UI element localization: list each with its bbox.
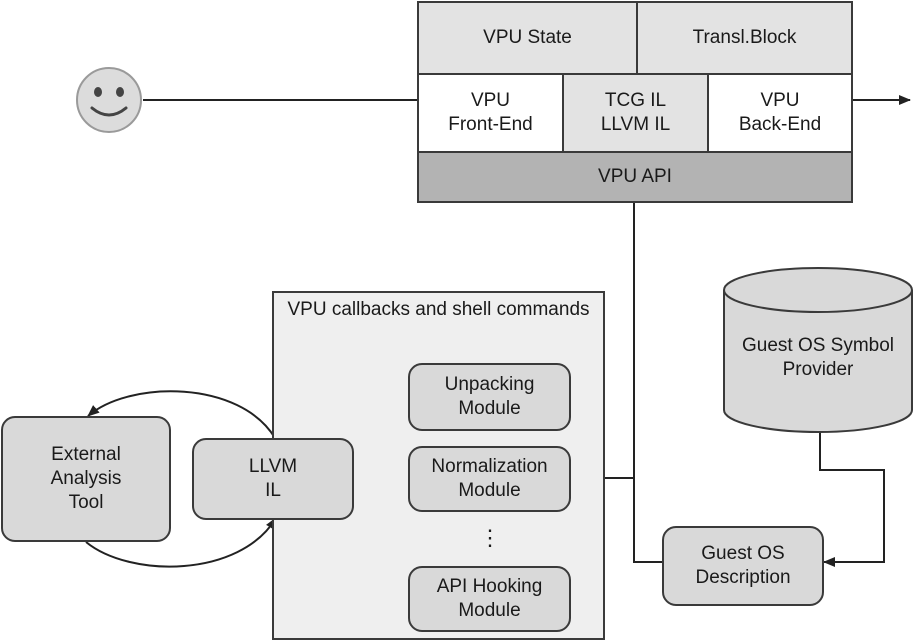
vpu-api-to-modules-line	[633, 202, 662, 563]
callbacks-panel-title: VPU callbacks and shell commands	[287, 299, 590, 320]
api-hooking-module-box: API Hooking Module	[408, 566, 571, 632]
symbol-provider-label: Guest OS Symbol Provider	[741, 335, 895, 380]
tcg-il-cell: TCG IL LLVM IL	[564, 75, 709, 153]
vpu-back-end-cell: VPU Back-End	[709, 75, 851, 153]
vpu-front-end-cell: VPU Front-End	[419, 75, 564, 153]
llvm-to-tool-arc	[87, 390, 276, 439]
vpu-state-cell: VPU State	[419, 3, 638, 75]
unpacking-module-box: Unpacking Module	[408, 363, 571, 431]
external-analysis-tool-box: External Analysis Tool	[1, 416, 171, 542]
normalization-module-box: Normalization Module	[408, 446, 571, 512]
tool-to-llvm-arc	[85, 517, 277, 568]
vpu-api-cell: VPU API	[419, 153, 851, 201]
symbol-provider-to-description-arrow	[819, 430, 885, 567]
symbol-provider-cylinder	[723, 267, 913, 433]
llvm-il-box: LLVM IL	[192, 438, 354, 520]
guest-os-description-box: Guest OS Description	[662, 526, 824, 606]
more-modules-ellipsis: ⋮	[479, 525, 501, 550]
vpu-block: VPU State Transl.Block VPU Front-End TCG…	[417, 1, 853, 203]
transl-block-cell: Transl.Block	[638, 3, 851, 75]
smiley-face-icon	[76, 67, 142, 133]
